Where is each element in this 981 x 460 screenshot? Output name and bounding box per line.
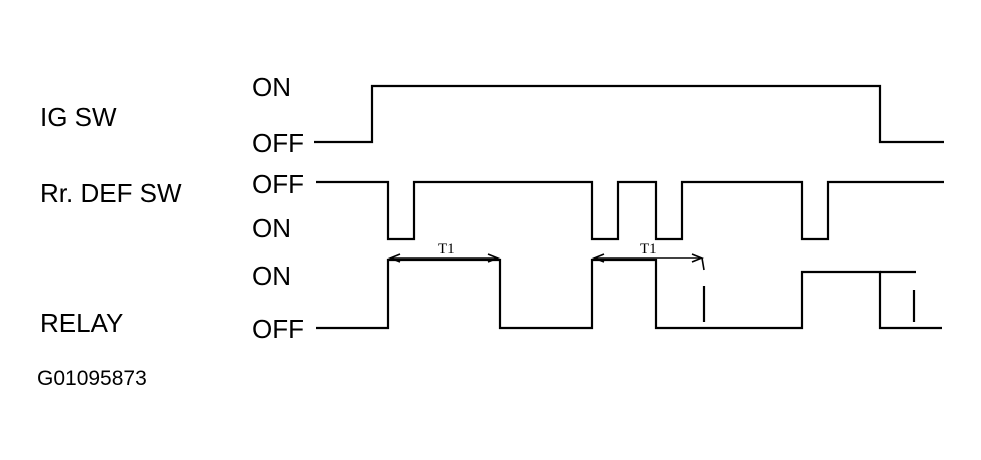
t1-interval-marker-2: T1 <box>591 241 705 271</box>
t1-interval-marker-1: T1 <box>387 241 501 263</box>
signal-name-ig-sw: IG SW <box>40 102 117 132</box>
signal-name-relay: RELAY <box>40 308 124 338</box>
signal-name-rr-def-sw: Rr. DEF SW <box>40 178 182 208</box>
ig-sw-waveform <box>314 84 944 144</box>
rr-def-sw-waveform <box>316 180 944 241</box>
rr-def-sw-level-off: OFF <box>252 169 304 199</box>
ig-sw-level-on: ON <box>252 72 291 102</box>
ig-sw-level-off: OFF <box>252 128 304 158</box>
relay-level-off: OFF <box>252 314 304 344</box>
relay-level-on: ON <box>252 261 291 291</box>
t1-label-1: T1 <box>438 241 455 257</box>
figure-id: G01095873 <box>37 367 147 390</box>
rr-def-sw-level-on: ON <box>252 213 291 243</box>
relay-waveform-main <box>316 258 942 330</box>
t1-label-2: T1 <box>640 241 657 257</box>
